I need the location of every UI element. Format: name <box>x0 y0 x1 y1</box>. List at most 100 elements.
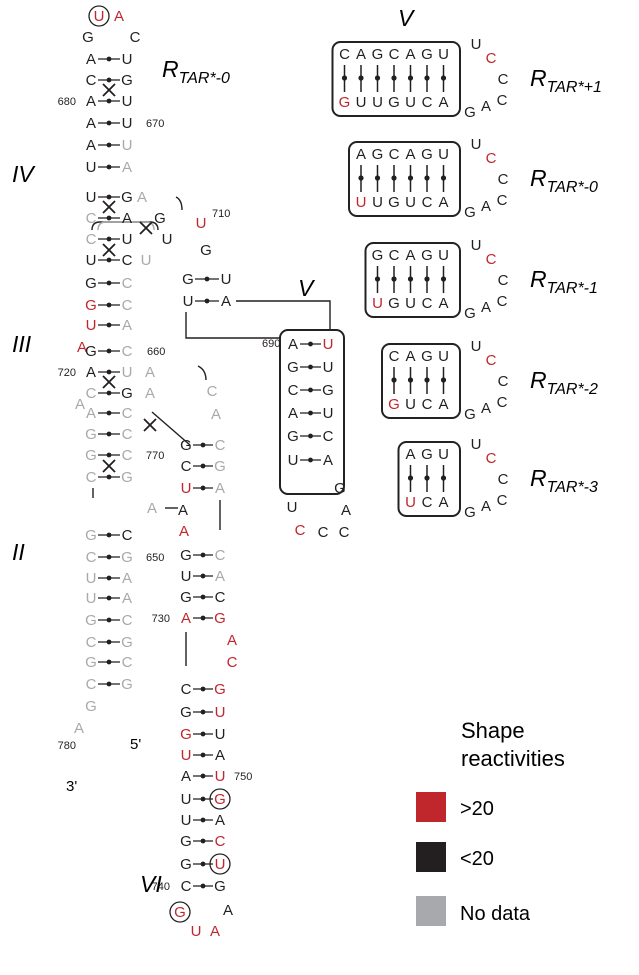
stem-ii-pair-6-left: G <box>85 654 97 671</box>
stem-vi-pair-6-right: A <box>215 812 225 829</box>
hairpin-v-loop-nt-0: U <box>287 499 298 516</box>
iv-branch-nt-0: U <box>196 215 207 232</box>
panel-3-loop-nt-2: C <box>498 373 509 390</box>
vi-loop-nt-1: U <box>191 923 202 940</box>
panel-2-box <box>364 242 461 318</box>
panel-3-loop-nt-0: U <box>471 338 482 355</box>
hairpin-v-pair-4-left: G <box>287 428 299 445</box>
stem-ii-pair-3-bond-dot <box>106 595 112 601</box>
panel-1-bond-dot-4 <box>424 175 430 181</box>
branch-to-v-right <box>236 300 331 330</box>
panel-2-loop-nt-5: G <box>464 305 476 322</box>
stem-top-pair-0-right: U <box>122 51 133 68</box>
loop-top-nt-1: A <box>114 8 124 25</box>
right-ii-pair-1-bond-dot <box>200 573 206 579</box>
position-780: 780 <box>58 740 76 752</box>
hairpin-v-pair-1-right: U <box>323 359 334 376</box>
tail-3p-nt-1: A <box>74 720 84 737</box>
stem-vi-pair-1-bond-dot <box>200 709 206 715</box>
stem-ii-pair-1-left: C <box>86 549 97 566</box>
legend-label-nodata: No data <box>460 903 531 925</box>
hairpin-v-loop-nt-4: A <box>341 502 351 519</box>
panel-3-bond-dot-0 <box>391 377 397 383</box>
panel-3-loop-nt-5: G <box>464 406 476 423</box>
panel-2-loop-nt-1: C <box>486 251 497 268</box>
right-ii-pair-3-left: A <box>181 610 191 627</box>
right-ii-pair-3-bond-dot <box>200 615 206 621</box>
hairpin-v-pair-3-left: A <box>288 405 298 422</box>
panel-1-loop-nt-5: G <box>464 204 476 221</box>
stem-iii-a-noncanonical-cross <box>102 375 116 389</box>
stem-iii-pair-5-left: G <box>85 447 97 464</box>
stem-ii-pair-6-right: C <box>122 654 133 671</box>
stem-vi-pair-1-right: U <box>215 704 226 721</box>
position-680: 680 <box>58 96 76 108</box>
panel-4-loop-nt-1: C <box>486 450 497 467</box>
stem-mid-pair-1-bond-dot <box>106 302 112 308</box>
stem-ii-pair-4-right: C <box>122 612 133 629</box>
stem-iii-pair-1-bond-dot <box>106 369 112 375</box>
iv-inner-nt-0: A <box>137 189 147 206</box>
stem-vi-pair-7-left: G <box>180 833 192 850</box>
stem-iv-pair-0-left: U <box>86 189 97 206</box>
stem-top-noncanonical-cross <box>102 83 116 97</box>
iii-inner-nt-0: A <box>145 364 155 381</box>
loop-top-nt-3: C <box>130 29 141 46</box>
position-720: 720 <box>58 367 76 379</box>
stem-ii-pair-6-bond-dot <box>106 659 112 665</box>
panel-0-top-nt-5: G <box>421 46 433 63</box>
vi-loop-nt-2: A <box>210 923 220 940</box>
panel-1-loop-nt-3: C <box>497 192 508 209</box>
stem-iii-pair-4-bond-dot <box>106 431 112 437</box>
stem-vi-pair-0-left: C <box>181 681 192 698</box>
panel-2-top-nt-3: G <box>421 247 433 264</box>
panel-2-bond-dot-2 <box>407 276 414 282</box>
panel-1-top-nt-5: U <box>438 146 449 163</box>
panel-1-bottom-nt-4: C <box>422 194 433 211</box>
stem-ii-pair-5-bond-dot <box>106 639 112 645</box>
region-label-iii: III <box>12 331 32 357</box>
stem-iii-pair-2-bond-dot <box>106 390 112 396</box>
stem-ii-pair-3-left: U <box>86 590 97 607</box>
panel-0-loop-nt-1: C <box>486 50 497 67</box>
panel-3-loop-nt-4: A <box>481 400 491 417</box>
stem-iv-pair-1-left: C <box>86 210 97 227</box>
right-ii-pair-2-bond-dot <box>200 594 206 600</box>
region-label-vi: VI <box>140 871 162 897</box>
panel-2-top-nt-1: C <box>389 247 400 264</box>
right-ii-pair-2-left: G <box>180 589 192 606</box>
panel-2-top-nt-4: U <box>438 247 449 264</box>
position-650: 650 <box>146 552 164 564</box>
panel-4-top-nt-0: A <box>405 446 415 463</box>
right-stem-pair-1-bond-dot <box>200 463 206 469</box>
panel-4-loop-nt-0: U <box>471 436 482 453</box>
stem-vi-pair-2-bond-dot <box>200 731 206 737</box>
stem-vi-pair-1-left: G <box>180 704 192 721</box>
panel-3-loop-nt-3: C <box>497 394 508 411</box>
panel-2-bond-dot-4 <box>440 276 447 282</box>
panel-1-bond-dot-3 <box>407 175 414 181</box>
right-ii-pair-0-right: C <box>215 547 226 564</box>
stem-iv-a-noncanonical-cross <box>102 200 116 214</box>
stem-top-pair-3-right: U <box>122 115 133 132</box>
labels: RTAR*-0 IV III II VI V V 5' 3' <box>12 5 416 897</box>
panel-0-top-nt-2: G <box>372 46 384 63</box>
stem-vi-pair-2-left: G <box>180 726 192 743</box>
stem-iii-pair-6-right: G <box>121 469 133 486</box>
stem-ii-pair-5-left: C <box>86 634 97 651</box>
bulge-a-iii: A <box>77 339 87 356</box>
panel-1-box <box>348 141 461 217</box>
iv-inner-nt-2: U <box>162 231 173 248</box>
stem-vi-pair-5-left: U <box>181 791 192 808</box>
stem-iii-pair-3-bond-dot <box>106 410 112 416</box>
stem-ii-pair-2-bond-dot <box>106 575 112 581</box>
stem-iii-pair-5-right: C <box>122 447 133 464</box>
stem-top-pair-2-left: A <box>86 93 96 110</box>
stem-ii-pair-1-bond-dot <box>106 554 112 560</box>
position-660: 660 <box>147 346 165 358</box>
region-label-v-main: V <box>298 275 316 301</box>
hairpin-v-pair-1-bond-dot <box>308 364 313 370</box>
position-670: 670 <box>146 118 164 130</box>
five-prime-label: 5' <box>130 736 141 753</box>
